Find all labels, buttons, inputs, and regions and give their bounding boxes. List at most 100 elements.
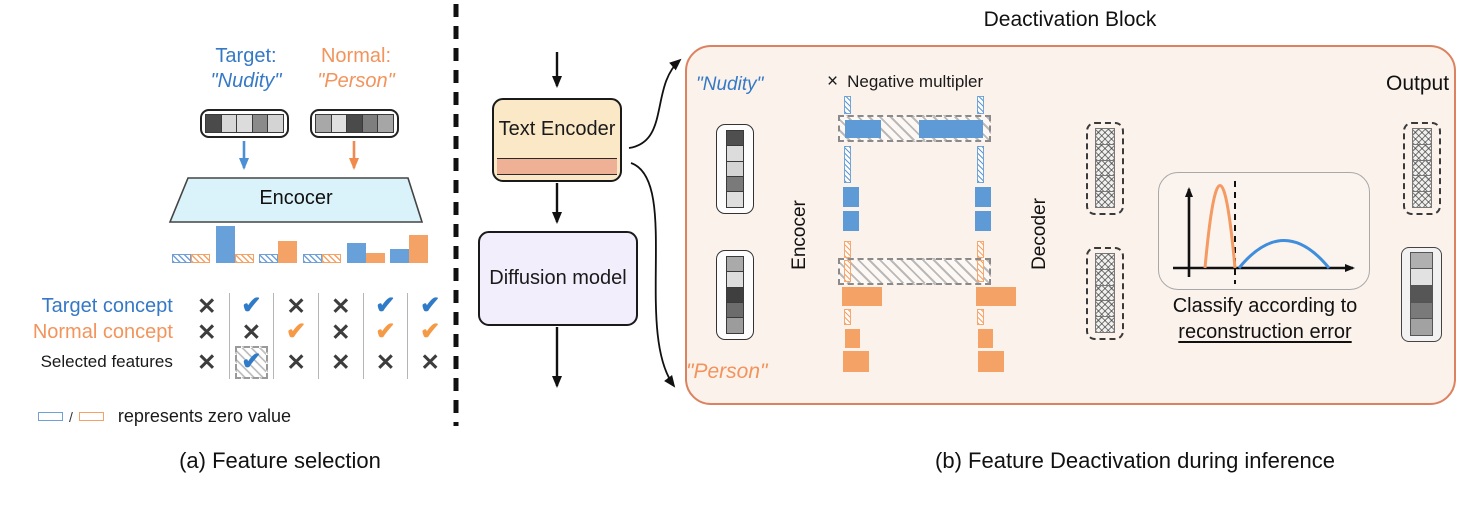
encoder-label-b-wrap: Encocer <box>772 100 828 370</box>
person-label-b: "Person" <box>686 360 768 383</box>
orange-zero-column <box>844 241 851 258</box>
blue-multiplier-box <box>838 115 991 142</box>
x-mark-icon: ✕ <box>197 318 217 345</box>
blue-zero-column <box>844 96 851 114</box>
vector-cell <box>377 114 394 133</box>
vector-cell <box>361 114 379 133</box>
diffusion-model-label: Diffusion model <box>489 267 627 289</box>
blue-feature-square <box>975 187 991 207</box>
table-cell: ✕ <box>407 345 452 379</box>
table-row: Normal concept✕✕✔✕✔✔ <box>6 319 452 345</box>
diffusion-model-box: Diffusion model <box>478 231 638 326</box>
table-cell: ✔ <box>407 319 452 345</box>
check-mark-icon: ✔ <box>420 318 441 345</box>
legend-text: represents zero value <box>117 406 291 426</box>
table-cell: ✔ <box>228 345 274 379</box>
vector-cell <box>1410 285 1433 303</box>
feature-activation-bars <box>169 224 432 263</box>
orange-feature-square <box>845 329 860 348</box>
vector-cell <box>726 302 744 319</box>
output-label: Output <box>1386 72 1450 95</box>
classify-caption-line1: Classify according to <box>1172 295 1358 317</box>
vector-cell <box>726 145 744 162</box>
noise-cell <box>1095 128 1115 145</box>
target-concept-label: Target: "Nudity" <box>198 44 294 94</box>
orange-feature-square <box>843 351 869 372</box>
table-row: Selected features✕✔✕✕✕✕ <box>6 345 452 379</box>
vector-cell <box>1410 268 1433 287</box>
reconstructed-nudity-vector <box>1086 122 1124 215</box>
x-mark-icon: ✕ <box>197 348 217 375</box>
blue-feature-square <box>843 211 859 231</box>
orange-zero-column <box>844 309 851 325</box>
vector-cell <box>726 256 744 273</box>
encoder-label-a: Encocer <box>259 187 333 209</box>
decoder-label-b-wrap: Decoder <box>1013 100 1067 368</box>
vector-cell <box>330 114 348 133</box>
target-label-line1: Target: <box>215 45 277 67</box>
vector-cell <box>1410 301 1433 320</box>
target-feature-bar <box>302 254 322 263</box>
noise-cell <box>1095 143 1115 161</box>
feature-selection-table: Target concept✕✔✕✕✔✔Normal concept✕✕✔✕✔✔… <box>6 293 452 379</box>
x-mark-icon: ✕ <box>331 318 351 345</box>
blue-zero-column <box>844 146 851 183</box>
vector-cell <box>236 114 253 133</box>
legend-separator: / <box>69 408 73 425</box>
vector-cell <box>1410 251 1433 270</box>
text-encoder-box: Text Encoder <box>492 98 622 182</box>
target-error-curve <box>1203 184 1237 269</box>
vector-cell <box>726 176 744 193</box>
check-mark-icon: ✔ <box>420 292 441 319</box>
reconstruction-error-plot <box>1173 181 1355 284</box>
vector-cell <box>726 271 744 288</box>
text-embedding-strip <box>497 158 617 175</box>
reconstructed-person-vector <box>1086 247 1124 340</box>
x-mark-icon: ✕ <box>420 348 440 375</box>
blue-feature-square <box>975 211 991 231</box>
orange-feature-bar <box>976 287 1016 306</box>
feature-bar-group <box>387 235 431 263</box>
classify-caption: Classify according to reconstruction err… <box>1140 293 1390 345</box>
vector-cell <box>205 114 222 133</box>
noise-cell <box>1095 284 1115 302</box>
encoder-label-b: Encocer <box>789 200 811 270</box>
check-mark-icon: ✔ <box>375 318 396 345</box>
normal-feature-bar <box>190 254 210 263</box>
strip-to-block-top-curve <box>628 58 682 149</box>
check-mark-icon: ✔ <box>375 292 396 319</box>
check-mark-icon: ✔ <box>241 292 262 319</box>
normal-label-line1: Normal: <box>320 45 391 67</box>
target-label-line2: "Nudity" <box>210 70 282 92</box>
blue-zero-swatch-icon <box>38 412 63 421</box>
table-cell: ✕ <box>273 293 318 319</box>
vector-cell <box>726 160 744 178</box>
feature-bar-group <box>256 241 300 263</box>
table-cell: ✕ <box>362 345 408 379</box>
selected-feature-box: ✔ <box>234 345 268 379</box>
feature-bar-group <box>169 254 213 263</box>
noise-cell <box>1095 268 1115 286</box>
target-embedding-vector <box>200 109 289 138</box>
vector-cell <box>726 286 744 304</box>
negative-multiplier-label-row: × Negative multipler <box>827 71 983 93</box>
target-feature-bar <box>215 226 235 263</box>
orange-zero-column <box>977 260 984 282</box>
vector-cell <box>346 114 363 133</box>
noise-cell <box>1095 300 1115 318</box>
vector-cell <box>267 114 284 133</box>
orange-multiplier-box <box>838 258 991 285</box>
caption-b: (b) Feature Deactivation during inferenc… <box>935 448 1335 473</box>
orange-feature-square <box>978 329 993 348</box>
caption-a: (a) Feature selection <box>179 448 381 473</box>
output-nudity-vector <box>1403 122 1441 215</box>
noise-cell <box>1412 175 1432 193</box>
vector-cell <box>220 114 238 133</box>
orange-zero-column <box>844 260 851 282</box>
noise-cell <box>1412 128 1432 145</box>
orange-feature-square <box>978 351 1004 372</box>
vector-cell <box>726 191 744 208</box>
noise-cell <box>1095 159 1115 177</box>
table-cell: ✔ <box>273 319 318 345</box>
